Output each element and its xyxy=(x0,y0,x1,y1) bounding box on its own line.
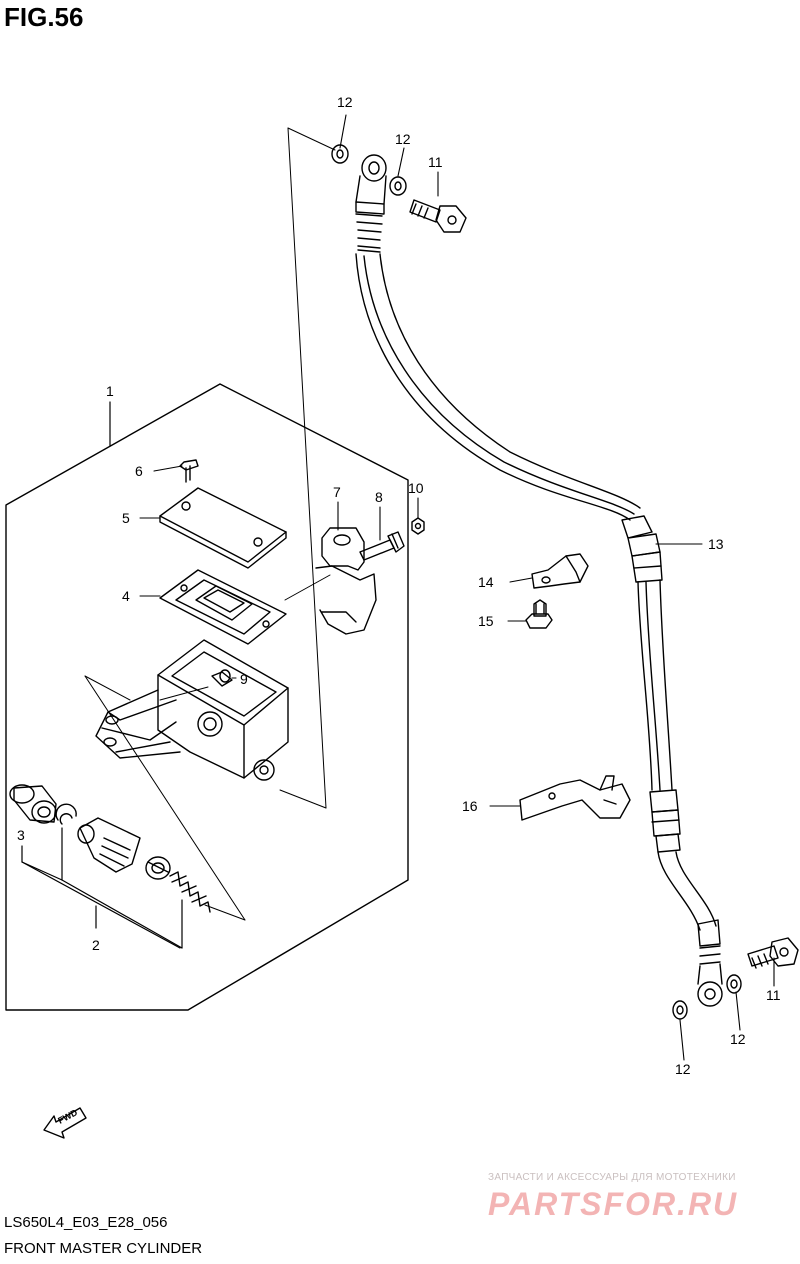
callout-12-top-b: 12 xyxy=(395,131,411,147)
callout-13: 13 xyxy=(708,536,724,552)
callout-15: 15 xyxy=(478,613,494,629)
piston xyxy=(77,817,141,873)
pivot-screw xyxy=(211,671,233,687)
callout-1: 1 xyxy=(106,383,114,399)
callout-6: 6 xyxy=(135,463,143,479)
clamp-bolt xyxy=(525,599,553,629)
callout-14: 14 xyxy=(478,574,494,590)
leader-lines xyxy=(139,114,775,1061)
assembly-outline xyxy=(5,383,409,1011)
piston-boot xyxy=(9,784,57,824)
callout-12-bottom-a: 12 xyxy=(730,1031,746,1047)
group-brackets xyxy=(21,401,183,949)
hose-clamp xyxy=(531,553,589,589)
figure-name: FRONT MASTER CYLINDER xyxy=(4,1240,203,1257)
watermark-subtitle: ЗАПЧАСТИ И АКСЕССУАРЫ ДЛЯ МОТОТЕХНИКИ xyxy=(488,1172,736,1183)
callout-5: 5 xyxy=(122,510,130,526)
lever-holder xyxy=(315,527,377,635)
callout-10: 10 xyxy=(408,480,424,496)
callout-12-bottom-b: 12 xyxy=(675,1061,691,1077)
figure-title: FIG.56 xyxy=(4,2,84,32)
callout-11-bottom: 11 xyxy=(766,987,781,1003)
callout-7: 7 xyxy=(333,484,341,500)
reservoir-cap xyxy=(159,487,287,569)
callout-12-top-a: 12 xyxy=(337,94,353,110)
callout-8: 8 xyxy=(375,489,383,505)
circlip xyxy=(55,803,77,825)
callout-4: 4 xyxy=(122,588,130,604)
holder-bolt xyxy=(359,531,405,561)
callout-11-top: 11 xyxy=(428,154,443,170)
return-spring xyxy=(169,871,211,913)
callout-labels: 1 2 3 4 5 6 7 8 9 10 11 11 12 12 12 12 1… xyxy=(17,94,781,1077)
primary-cup xyxy=(145,856,171,880)
brake-hose xyxy=(355,154,723,1007)
callout-2: 2 xyxy=(92,937,100,953)
union-bolts xyxy=(409,199,799,969)
fwd-arrow xyxy=(43,1107,87,1139)
watermark-logo: PARTSFOR.RU xyxy=(488,1186,739,1222)
callout-3: 3 xyxy=(17,827,25,843)
holder-nut xyxy=(411,517,425,535)
diaphragm-plate xyxy=(159,569,287,645)
hose-bracket xyxy=(519,775,631,821)
figure-code: LS650L4_E03_E28_056 xyxy=(4,1214,168,1231)
reservoir-cap-screw xyxy=(179,459,199,483)
callout-16: 16 xyxy=(462,798,478,814)
callout-9: 9 xyxy=(240,671,248,687)
master-cylinder-body xyxy=(95,639,289,781)
washers xyxy=(331,144,742,1020)
